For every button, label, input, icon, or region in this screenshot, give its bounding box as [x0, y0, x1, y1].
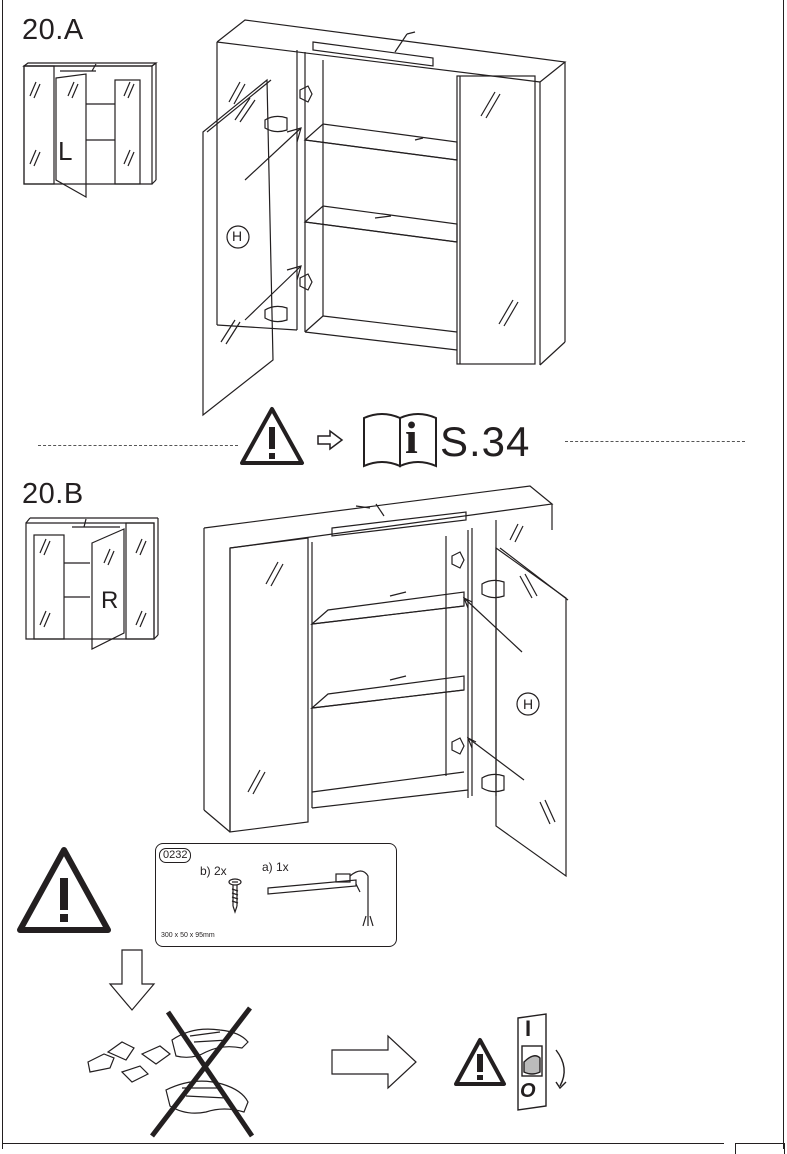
warning-icon-small: [454, 1038, 506, 1086]
manual-book-icon: [363, 413, 437, 468]
thumb-letter-a: L: [58, 136, 73, 166]
dimensions-text: 300 x 50 x 95mm: [161, 932, 215, 939]
thumbnail-cabinet-left: [22, 62, 158, 199]
arrow-right-large-icon: [331, 1034, 417, 1090]
hinge-marker-b: H: [523, 696, 534, 712]
thumbnail-cabinet-right: [25, 517, 159, 650]
dashed-divider-right: [565, 441, 745, 442]
screw-label: b) 2x: [200, 864, 227, 878]
step-label-a: 20.A: [22, 14, 84, 46]
hinge-marker-a: H: [232, 228, 243, 244]
warning-icon: [240, 407, 304, 465]
cabinet-illustration-right-door: [203, 485, 569, 878]
page-number-box: [735, 1143, 785, 1154]
warning-icon-large: [17, 847, 111, 933]
no-bare-hands-illustration: [87, 1006, 255, 1138]
lamp-icon: [267, 870, 374, 927]
step-label-b: 20.B: [22, 478, 84, 510]
switch-off-label: O: [520, 1080, 536, 1102]
arrow-down-icon: [108, 949, 156, 1011]
cabinet-illustration-left-door: [202, 19, 567, 417]
parts-box: 0232 b) 2x a) 1x 300 x 50 x 95mm: [155, 843, 397, 947]
thumb-letter-b: R: [101, 587, 119, 614]
arrow-right-icon: [317, 429, 344, 451]
power-switch-icon: [517, 1013, 567, 1111]
dashed-divider-left: [38, 445, 238, 446]
info-glyph: i: [405, 412, 418, 463]
footer-rule: [2, 1143, 724, 1144]
lamp-label: a) 1x: [262, 860, 289, 874]
reference-page: S.34: [440, 418, 531, 465]
screw-icon: [228, 878, 242, 914]
switch-on-label: I: [525, 1016, 532, 1041]
part-code: 0232: [159, 848, 192, 863]
